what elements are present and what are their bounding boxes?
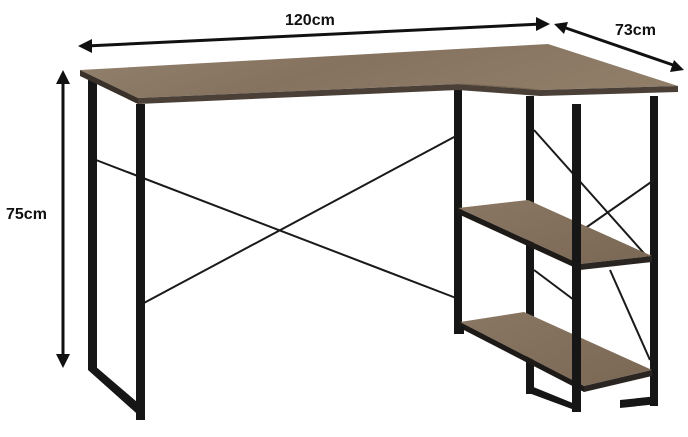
cross-brace-right [533,129,655,361]
depth-arrow [559,24,677,68]
tabletop [80,44,678,104]
middle-shelf [458,200,652,270]
cross-brace-left [95,135,457,305]
front-frame [88,80,658,420]
foot-far [620,396,658,408]
foot-left [88,360,144,420]
dimension-arrows [56,17,684,368]
foot-right [526,384,580,412]
width-label: 120cm [285,12,335,29]
front-left-leg [88,80,97,370]
width-arrow [85,22,543,48]
lower-shelf [460,312,652,392]
depth-label: 73cm [615,22,656,39]
back-far-leg [650,96,658,406]
height-label: 75cm [6,206,47,223]
front-right-leg [572,104,581,412]
front-center-leg [136,104,145,420]
